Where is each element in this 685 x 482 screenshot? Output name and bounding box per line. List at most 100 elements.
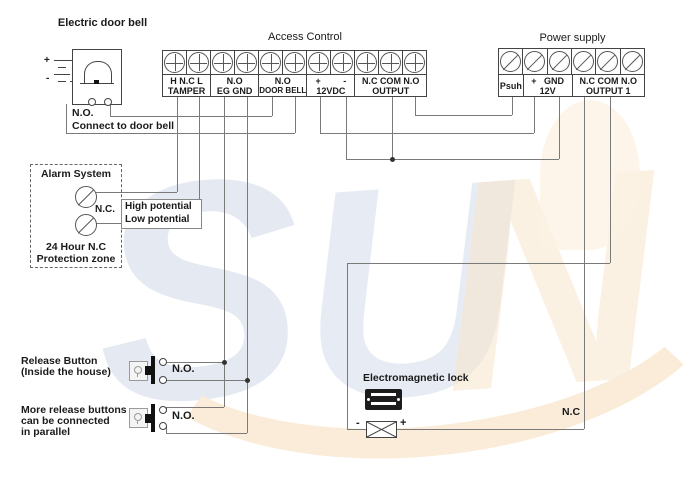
battery-wire [70, 60, 73, 61]
wire [347, 263, 348, 429]
protection-zone-label-2: Protection zone [36, 253, 116, 265]
release2-plunger-nub [145, 414, 151, 423]
terminal-cell [499, 49, 524, 74]
watermark-blob [540, 100, 640, 250]
wire [320, 97, 321, 133]
release1-label-2: (Inside the house) [21, 366, 111, 378]
release2-contact [159, 406, 167, 414]
wire [610, 97, 611, 263]
nc-wire-label: N.C [562, 406, 581, 418]
wire [199, 97, 200, 223]
wire [166, 380, 247, 381]
terminal-cell [211, 51, 235, 74]
terminal-screw [260, 52, 281, 73]
wire [415, 115, 512, 116]
terminal-screw [621, 51, 643, 72]
battery-plate [54, 74, 70, 75]
terminal-cell [283, 51, 307, 74]
terminal-cell [572, 49, 597, 74]
wire [295, 97, 296, 133]
access-control-title: Access Control [268, 31, 342, 43]
release2-no-label: N.O. [172, 410, 195, 422]
terminal-cell [355, 51, 379, 74]
wire [166, 362, 224, 363]
terminal-screw [164, 52, 185, 73]
battery-plate [54, 60, 70, 61]
terminal-group-label: Psuh [499, 75, 524, 96]
access-screw-row [162, 50, 427, 74]
release1-label-1: Release Button [21, 355, 98, 367]
terminal-cell [307, 51, 331, 74]
wire [397, 429, 584, 430]
wire [177, 97, 178, 192]
lock-plus-label: + [400, 417, 407, 429]
terminal-cell [403, 51, 426, 74]
doorbell-box [72, 49, 122, 105]
terminal-screw [212, 52, 233, 73]
battery-plus-label: + [44, 55, 50, 66]
terminal-screw [500, 51, 522, 72]
wire [347, 429, 366, 430]
terminal-cell [163, 51, 187, 74]
terminal-cell [621, 49, 644, 74]
battery-plate [58, 81, 66, 82]
doorbell-terminal [104, 98, 112, 106]
alarm-terminal-screw [75, 186, 97, 208]
alarm-nc-label: N.C. [95, 204, 115, 215]
maglock-icon [365, 389, 402, 410]
release1-contact [159, 376, 167, 384]
terminal-screw [236, 52, 257, 73]
wire [66, 104, 67, 133]
release1-no-label: N.O. [172, 363, 195, 375]
power-screw-row [498, 48, 645, 74]
terminal-screw [332, 52, 353, 73]
battery-plate [58, 67, 66, 68]
junction-dot [222, 360, 227, 365]
wire [559, 97, 560, 159]
terminal-screw [524, 51, 546, 72]
lock-coil-icon [366, 421, 397, 438]
terminal-screw [597, 51, 619, 72]
wire [110, 116, 272, 117]
battery-wire [70, 81, 73, 82]
wire [96, 192, 177, 193]
wire [415, 97, 416, 115]
terminal-screw [284, 52, 305, 73]
doorbell-title: Electric door bell [57, 17, 148, 29]
terminal-cell [523, 49, 548, 74]
terminal-screw [308, 52, 329, 73]
doorbell-terminal [88, 98, 96, 106]
wire [110, 104, 111, 116]
wire [320, 133, 534, 134]
terminal-screw [188, 52, 209, 73]
terminal-screw [404, 52, 425, 73]
terminal-screw [380, 52, 401, 73]
wire [346, 97, 347, 159]
junction-dot [390, 157, 395, 162]
terminal-cell [259, 51, 283, 74]
wire [224, 97, 225, 407]
release2-plunger-icon [151, 404, 155, 432]
release1-plunger-icon [151, 356, 155, 384]
wire [272, 97, 273, 116]
low-potential-label: Low potential [125, 214, 190, 225]
terminal-screw [548, 51, 570, 72]
terminal-cell [379, 51, 403, 74]
lock-minus-label: - [356, 417, 360, 429]
wire [534, 97, 535, 133]
wire [166, 407, 224, 408]
release2-label-1: More release buttons [21, 404, 127, 416]
protection-zone-label-1: 24 Hour N.C [45, 241, 107, 253]
terminal-cell [187, 51, 211, 74]
release1-plunger-nub [145, 366, 151, 375]
doorbell-no-label: N.O. [72, 107, 94, 119]
terminal-group-label: + -12VDC [307, 75, 356, 96]
